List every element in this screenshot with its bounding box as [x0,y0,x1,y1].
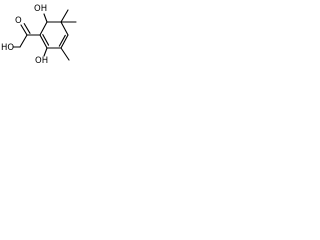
hydroxyl-label-bottom: OH [35,56,48,66]
ring-bond-c3-c4 [60,21,69,36]
carbonyl-double-bond-b [23,23,31,34]
hydroxyl-label-top: OH [34,4,47,14]
ch2-bond [19,34,28,48]
ring-bond-c4-c5-double [60,34,69,49]
chemical-structure-diagram: OH HO OH O [1,4,77,66]
oh-top-bond [43,13,48,23]
ring-bond-c1-c2 [39,21,48,36]
oh-bottom-bond [43,47,48,57]
ring-bond-c6-c1-double-inner [42,34,50,46]
carbonyl-double-bond-a [20,24,28,36]
ring-bond-c4-c5-double-inner [58,34,66,47]
methyl-bond-1 [60,9,69,23]
methyl-bond-3 [60,47,70,61]
hydroxyl-label-left: HO [1,43,14,53]
ring-bond-c6-c1 [39,34,48,49]
carbonyl-oxygen-label: O [15,16,22,26]
